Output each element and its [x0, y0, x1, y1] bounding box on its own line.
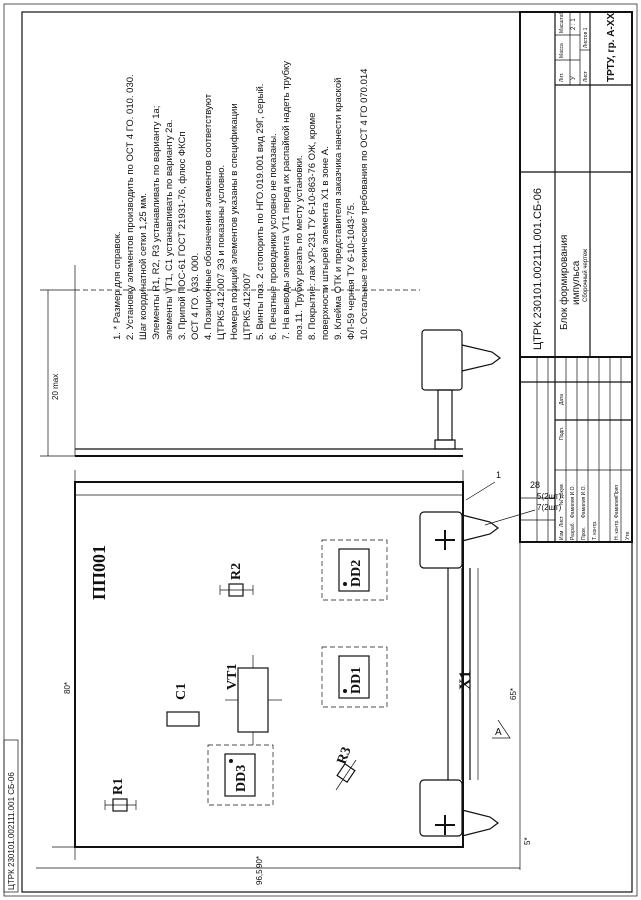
board-drawing: ПП001 R1 DD3 R3 C1 — [36, 470, 562, 885]
dim-80: 80* — [63, 682, 72, 694]
label-r2: R2 — [229, 563, 244, 580]
label-dd3: DD3 — [234, 765, 249, 792]
dim-96: 96,5 — [255, 869, 264, 885]
tb-rev-4: Дата — [559, 394, 565, 405]
note-12: 6. Печатные проводники условно не показа… — [268, 133, 279, 340]
resistor-r3: R3 — [335, 745, 357, 791]
note-17: 9. Клейма ОТК и представителя заказчика … — [333, 78, 344, 340]
note-6: ОСТ 4 ГО. 033. 000. — [190, 253, 201, 340]
note-16: поверхности штырей элемента X1 в зоне А. — [320, 146, 331, 340]
note-19: 10. Остальные технические требования по … — [359, 69, 370, 340]
tb-role-0: Разраб. — [570, 522, 576, 540]
callout-28: 28 — [530, 480, 540, 490]
resistor-r2: R2 — [219, 563, 254, 597]
svg-text:A: A — [495, 727, 502, 738]
note-15: 8. Покрытие: лак УР-231 ТУ 6-10-863-76 О… — [307, 113, 318, 340]
tb-role-5: Утв. — [625, 530, 631, 540]
callout-1: 1 — [496, 470, 501, 480]
tb-sheets: Листов 1 — [583, 27, 589, 48]
tb-col-mass: Масса — [559, 43, 565, 58]
pcb-outline — [74, 481, 464, 848]
tb-col-lit: Лит. — [559, 73, 565, 82]
tb-org: ТРТУ, гр. А-ХХ — [606, 13, 617, 82]
sheet-inner-frame — [21, 11, 633, 893]
callout-5pcs: 5(2шт) — [537, 492, 562, 501]
tb-role-name-1: Фамилия И.О. — [581, 485, 587, 518]
transistor-vt1: VT1 — [225, 655, 282, 745]
sheet-outer-frame — [3, 3, 638, 897]
tb-sheet: Лист — [583, 70, 589, 82]
note-13: 7. На выводы элемента VT1 перед их распа… — [281, 61, 292, 340]
note-10: ЦТРК5.412.007 — [242, 273, 253, 340]
tb-doc-type: Сборочный чертеж — [582, 249, 589, 302]
note-7: 4. Позиционные обозначения элементов соо… — [203, 93, 214, 340]
side-stamp-box — [3, 739, 19, 893]
dim-65: 65* — [509, 688, 518, 700]
note-14: поз.11. Трубку резать по месту установки… — [294, 155, 305, 340]
chip-dd3: DD3 — [207, 744, 274, 806]
label-dd1: DD1 — [349, 667, 364, 694]
label-r1: R1 — [111, 778, 126, 795]
tb-designation: ЦТРК 230101.002111.001.СБ-06 — [532, 188, 544, 350]
callout-7pcs: 7(2шт) — [537, 503, 562, 512]
note-3: Элементы R1, R2, R3 устанавливать по вар… — [151, 106, 162, 340]
tb-rev-1: Лист — [559, 515, 565, 527]
label-vt1: VT1 — [225, 664, 240, 690]
dim-90: 90* — [255, 856, 264, 868]
note-2: Шаг координатной сетки 1,25 мм. — [138, 193, 149, 340]
capacitor-c1: C1 — [166, 683, 200, 727]
tb-role-4: Н. контр. — [614, 519, 620, 540]
tb-rev-2: № докум. — [559, 483, 565, 505]
note-1: 2. Установку элементов производить по ОС… — [125, 74, 136, 340]
board-title: ПП001 — [89, 545, 109, 600]
title-block: ЦТРК 230101.002111.001.СБ-06 Блок формир… — [519, 11, 633, 543]
note-4: элементы VT1, C1 устанавливать по вариан… — [164, 120, 175, 340]
note-18: ФЛ-59 черная ТУ 6-10-1043-75. — [346, 203, 357, 341]
tb-lit-value: У — [571, 76, 577, 80]
tb-role-2: Т. контр. — [592, 520, 598, 540]
dim-20: 20 max — [51, 374, 60, 400]
chip-dd1: DD1 — [321, 646, 388, 708]
tb-scale-value: 2 : 1 — [571, 18, 577, 30]
dim-5: 5* — [523, 837, 532, 845]
tb-rev-3: Подп. — [559, 427, 565, 440]
tb-name-2: импульса — [571, 260, 582, 305]
technical-notes: 1. * Размер для справок. 2. Установку эл… — [112, 61, 370, 340]
resistor-r1: R1 — [104, 778, 137, 812]
tb-rev-0: Изм — [559, 530, 565, 540]
tb-role-name-4: ФамилияПрип — [614, 485, 620, 518]
tb-role-name-0: Фамилия И.О. — [570, 485, 576, 518]
side-stamp-text: ЦТРК 230101.002111.001 СБ-06 — [7, 772, 16, 890]
connector-x1: X1 — [419, 511, 499, 837]
note-9: Номера позиций элементов указаны в специ… — [229, 103, 240, 340]
chip-dd2: DD2 — [321, 539, 388, 601]
label-x1: X1 — [457, 670, 474, 690]
label-dd2: DD2 — [349, 560, 364, 587]
tb-role-1: Пров. — [581, 527, 587, 540]
note-5: 3. Припой ПОС-61 ГОСТ 21931-76, флюс ФКС… — [177, 131, 188, 340]
note-11: 5. Винты поз. 2 стопорить по НГО.019.001… — [255, 84, 266, 340]
tb-name-1: Блок формирования — [558, 235, 570, 330]
label-r3: R3 — [335, 745, 355, 766]
note-8: ЦТРК5.412.007 Э3 и показаны условно. — [216, 165, 227, 340]
label-c1: C1 — [174, 683, 189, 700]
tb-col-scale: Масштаб — [559, 11, 565, 33]
side-view: 20 max — [40, 265, 501, 457]
note-0: 1. * Размер для справок. — [112, 231, 123, 340]
